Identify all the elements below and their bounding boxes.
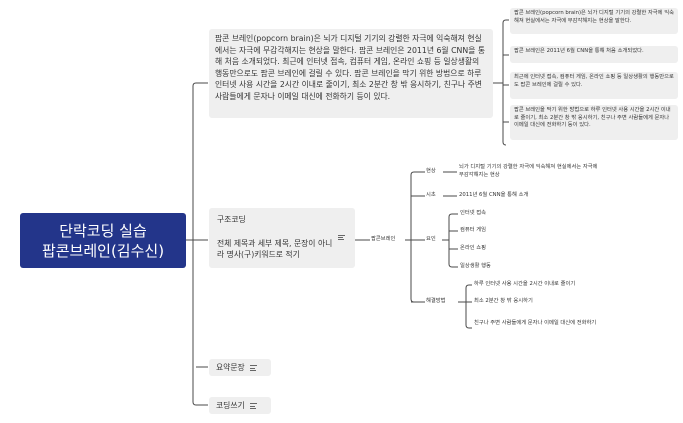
solution-item-phone[interactable]: 친구나 주변 사람들에게 문자나 이메일 대신에 전화하기 xyxy=(474,319,624,327)
solution-item-window[interactable]: 최소 2분간 창 밖 응시하기 xyxy=(474,298,533,305)
structure-coding-card[interactable]: 구조코딩 전체 제목과 세부 제목, 문장이 아니라 명사(구)키워드로 적기 xyxy=(209,208,355,268)
root-node[interactable]: 단락코딩 실습 팝콘브레인(김수신) xyxy=(20,213,186,268)
origin-item[interactable]: 2011년 6월 CNN을 통해 소개 xyxy=(459,192,528,199)
note-icon xyxy=(250,402,258,410)
branch-item-text: 최소 2분간 창 밖 응시하기 xyxy=(474,298,533,304)
sentence-card-4[interactable]: 팝콘 브레인을 막기 위한 방법으로 하루 인터넷 사용 시간을 2시간 이내로… xyxy=(510,105,678,140)
intro-paragraph-text: 팝콘 브레인(popcorn brain)은 뇌가 디지털 기기의 강렬한 자극… xyxy=(215,34,486,101)
branch-item-text: 친구나 주변 사람들에게 문자나 이메일 대신에 전화하기 xyxy=(474,320,597,326)
coding-title: 코딩쓰기 xyxy=(216,401,245,410)
branch-item-text: 뇌가 디지털 기기의 강렬한 자극에 익숙해져 현실에서는 자극에 무감각해지는… xyxy=(459,164,598,178)
structure-instruction: 전체 제목과 세부 제목, 문장이 아니라 명사(구)키워드로 적기 xyxy=(217,238,333,260)
cause-item-shopping[interactable]: 온라인 쇼핑 xyxy=(460,245,486,252)
branch-label-solution[interactable]: 해결방법 xyxy=(426,298,446,305)
branch-label-text: 시초 xyxy=(426,192,436,198)
branch-item-text: 인터넷 접속 xyxy=(460,210,487,216)
coding-writing-node[interactable]: 코딩쓰기 xyxy=(209,397,271,414)
branch-item-text: 온라인 쇼핑 xyxy=(460,245,487,251)
branch-item-text: 2011년 6월 CNN을 통해 소개 xyxy=(459,192,529,198)
branch-label-text: 현상 xyxy=(426,168,436,174)
topic-label: 팝콘브레인 xyxy=(371,236,396,242)
structure-title: 구조코딩 xyxy=(217,215,246,224)
branch-label-text: 요인 xyxy=(426,236,436,242)
branch-label-cause[interactable]: 요인 xyxy=(426,236,436,243)
root-title-line1: 단락코딩 실습 xyxy=(59,221,147,240)
root-title-line2: 팝콘브레인(김수신) xyxy=(41,241,165,260)
branch-item-text: 컴퓨터 게임 xyxy=(460,227,487,233)
branch-item-text: 일상생활 행동 xyxy=(460,263,491,269)
sentence-text: 팝콘 브레인은 2011년 6월 CNN을 통해 처음 소개되었다. xyxy=(514,48,644,54)
phenomenon-item[interactable]: 뇌가 디지털 기기의 강렬한 자극에 익숙해져 현실에서는 자극에 무감각해지는… xyxy=(459,163,599,179)
branch-label-origin[interactable]: 시초 xyxy=(426,192,436,199)
topic-node[interactable]: 팝콘브레인 xyxy=(371,236,395,243)
cause-item-daily[interactable]: 일상생활 행동 xyxy=(460,263,491,270)
summary-node[interactable]: 요약문장 xyxy=(209,359,271,376)
sentence-text: 최근에 인터넷 접속, 컴퓨터 게임, 온라인 쇼핑 등 일상생활의 행동만으로… xyxy=(514,74,674,88)
sentence-card-3[interactable]: 최근에 인터넷 접속, 컴퓨터 게임, 온라인 쇼핑 등 일상생활의 행동만으로… xyxy=(510,72,678,99)
cause-item-internet[interactable]: 인터넷 접속 xyxy=(460,210,486,217)
branch-label-text: 해결방법 xyxy=(426,298,446,304)
branch-item-text: 하루 인터넷 사용 시간을 2시간 이내로 줄이기 xyxy=(474,281,576,287)
cause-item-game[interactable]: 컴퓨터 게임 xyxy=(460,227,486,234)
branch-label-phenomenon[interactable]: 현상 xyxy=(426,168,436,175)
note-icon xyxy=(250,364,258,372)
summary-title: 요약문장 xyxy=(216,363,245,372)
solution-item-time-limit[interactable]: 하루 인터넷 사용 시간을 2시간 이내로 줄이기 xyxy=(474,281,575,288)
intro-paragraph-card[interactable]: 팝콘 브레인(popcorn brain)은 뇌가 디지털 기기의 강렬한 자극… xyxy=(209,29,493,118)
sentence-card-1[interactable]: 팝콘 브레인(popcorn brain)은 뇌가 디지털 기기의 강렬한 자극… xyxy=(510,8,678,34)
sentence-text: 팝콘 브레인(popcorn brain)은 뇌가 디지털 기기의 강렬한 자극… xyxy=(514,10,674,24)
sentence-text: 팝콘 브레인을 막기 위한 방법으로 하루 인터넷 사용 시간을 2시간 이내로… xyxy=(514,107,671,129)
note-icon xyxy=(338,234,345,242)
sentence-card-2[interactable]: 팝콘 브레인은 2011년 6월 CNN을 통해 처음 소개되었다. xyxy=(510,46,678,63)
